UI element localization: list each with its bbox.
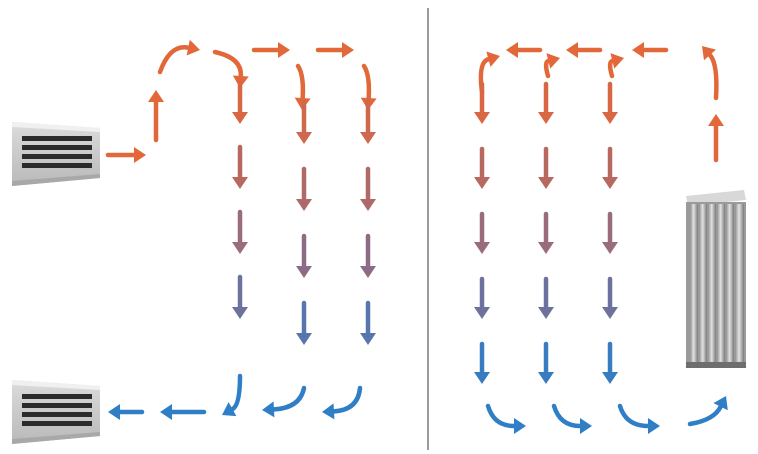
- airflow-arrow-icon: [360, 233, 376, 278]
- airflow-arrow-icon: [474, 81, 490, 124]
- curved-airflow-arrow-icon: [702, 46, 719, 101]
- airflow-arrow-icon: [506, 42, 543, 58]
- airflow-arrow-icon: [360, 300, 376, 345]
- right-airflow-arrows: [474, 42, 728, 434]
- airflow-arrow-icon: [474, 276, 490, 319]
- airflow-arrow-icon: [296, 166, 312, 211]
- radiator-icon: [686, 190, 746, 368]
- right-panel: [474, 42, 746, 434]
- curved-airflow-arrow-icon: [262, 385, 307, 418]
- airflow-arrow-icon: [108, 404, 145, 420]
- airflow-arrow-icon: [160, 404, 207, 420]
- airflow-arrow-icon: [360, 166, 376, 211]
- airflow-arrow-icon: [538, 211, 554, 254]
- left-airflow-arrows: [105, 39, 377, 420]
- airflow-arrow-icon: [105, 147, 146, 163]
- return-vent-icon: [12, 380, 100, 444]
- airflow-arrow-icon: [708, 114, 724, 163]
- airflow-arrow-icon: [538, 146, 554, 189]
- curved-airflow-arrow-icon: [157, 39, 200, 75]
- curved-airflow-arrow-icon: [607, 53, 624, 79]
- airflow-arrow-icon: [602, 341, 618, 384]
- curved-airflow-arrow-icon: [212, 49, 249, 88]
- curved-airflow-arrow-icon: [485, 403, 526, 434]
- airflow-arrow-icon: [232, 209, 248, 254]
- airflow-arrow-icon: [566, 42, 603, 58]
- curved-airflow-arrow-icon: [322, 385, 363, 420]
- airflow-arrow-icon: [602, 211, 618, 254]
- airflow-arrow-icon: [602, 276, 618, 319]
- supply-vent-icon: [12, 122, 100, 186]
- airflow-arrow-icon: [296, 300, 312, 345]
- curved-airflow-arrow-icon: [687, 396, 728, 427]
- airflow-arrow-icon: [538, 81, 554, 124]
- curved-airflow-arrow-icon: [222, 373, 243, 417]
- airflow-arrow-icon: [632, 42, 669, 58]
- airflow-arrow-icon: [538, 341, 554, 384]
- curved-airflow-arrow-icon: [543, 53, 560, 79]
- airflow-arrow-icon: [538, 276, 554, 319]
- airflow-arrow-icon: [148, 90, 164, 143]
- airflow-arrow-icon: [474, 146, 490, 189]
- airflow-arrow-icon: [296, 99, 312, 144]
- airflow-arrow-icon: [315, 42, 354, 58]
- airflow-arrow-icon: [474, 211, 490, 254]
- airflow-arrow-icon: [251, 42, 290, 58]
- airflow-arrow-icon: [360, 99, 376, 144]
- airflow-arrow-icon: [232, 144, 248, 189]
- airflow-arrow-icon: [474, 341, 490, 384]
- airflow-arrow-icon: [296, 233, 312, 278]
- curved-airflow-arrow-icon: [551, 403, 592, 434]
- left-panel: [12, 39, 377, 444]
- airflow-arrow-icon: [602, 81, 618, 124]
- airflow-arrow-icon: [232, 274, 248, 319]
- airflow-arrow-icon: [232, 79, 248, 124]
- curved-airflow-arrow-icon: [617, 403, 660, 434]
- airflow-arrow-icon: [602, 146, 618, 189]
